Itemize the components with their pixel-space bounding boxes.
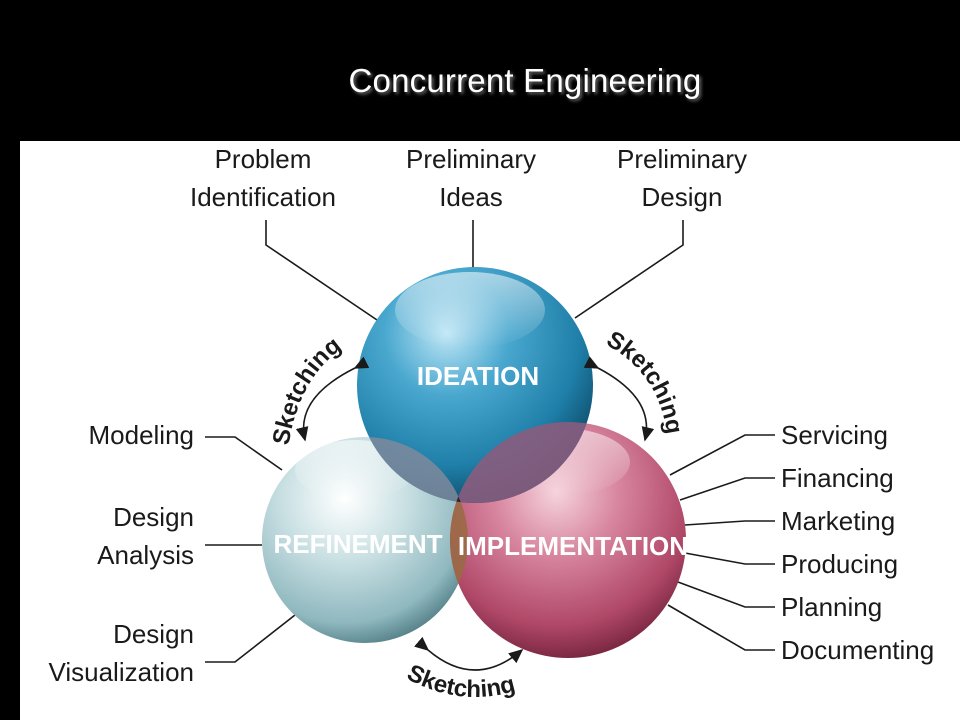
connector-preliminary-design [574,220,684,319]
connector-servicing [669,434,775,476]
label-preliminary-design-1: Preliminary [617,144,747,174]
connector-marketing [684,520,775,526]
sketching-arrow-right [583,356,655,442]
label-problem: Problem [215,144,312,174]
label-modeling: Modeling [88,420,194,450]
label-design-analysis-1: Design [113,502,194,532]
connector-modeling [205,436,283,471]
label-design-visualization-2: Visualization [48,657,194,687]
connector-planning [677,581,775,608]
label-design-visualization-1: Design [113,619,194,649]
label-financing: Financing [781,463,894,493]
label-planning: Planning [781,592,882,622]
sketching-label-left: Sketching [268,332,346,447]
connector-design-visualization [205,614,296,663]
slide-title: Concurrent Engineering [348,62,702,99]
sketching-arrow-bottom [414,636,524,671]
connector-producing [684,552,775,565]
sketching-arrow-left [295,356,370,442]
connector-documenting [667,604,775,651]
label-preliminary-design-2: Design [642,182,723,212]
label-identification: Identification [190,182,336,212]
label-marketing: Marketing [781,506,895,536]
overlap-ideation-implementation [450,422,593,503]
refinement-label: REFINEMENT [274,529,443,559]
implementation-label: IMPLEMENTATION [458,531,688,561]
label-design-analysis-2: Analysis [97,540,194,570]
sketching-label-bottom: Sketching [403,659,518,703]
label-preliminary-ideas-2: Ideas [439,182,503,212]
label-documenting: Documenting [781,635,934,665]
label-producing: Producing [781,549,898,579]
connector-financing [679,477,775,501]
label-servicing: Servicing [781,420,888,450]
label-preliminary-ideas-1: Preliminary [406,144,536,174]
sketching-label-right: Sketching [602,326,688,436]
ideation-label: IDEATION [417,361,539,391]
connector-problem-identification [265,220,381,323]
